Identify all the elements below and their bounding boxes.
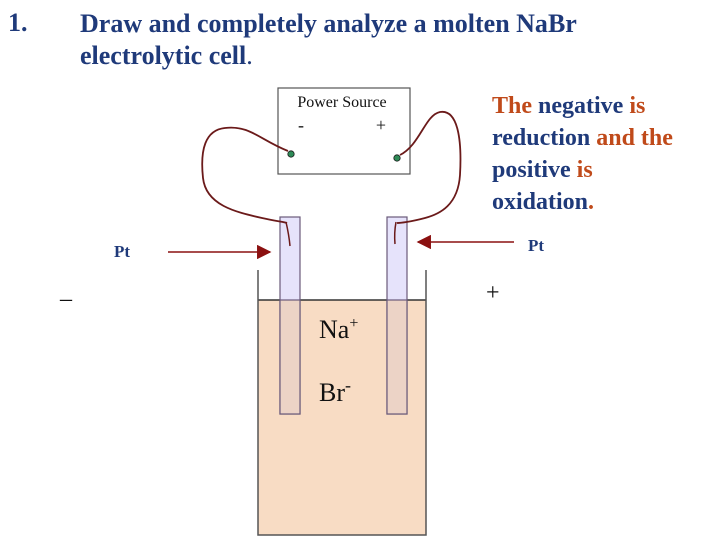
left-electrode-submerged <box>279 299 301 415</box>
right-pt-label: Pt <box>528 236 544 255</box>
cathode-sign: _ <box>59 278 73 304</box>
note-is-2: is <box>570 157 593 183</box>
note-positive: positive <box>492 157 571 183</box>
question-text-main: Draw and completely analyze a molten Na <box>80 9 548 38</box>
anode-sign: + <box>486 280 500 306</box>
right-electrode-submerged <box>386 299 408 415</box>
power-source-box <box>277 87 411 175</box>
sodium-ion-label: Na+ <box>319 315 358 344</box>
note-period: . <box>588 189 595 215</box>
left-wire-stub <box>285 221 291 247</box>
note-is-1: is <box>623 93 646 119</box>
beaker-outline <box>257 270 427 536</box>
note-the: The <box>492 93 533 119</box>
explanation-note: The negative is reduction and the positi… <box>492 90 717 218</box>
negative-terminal <box>287 150 295 158</box>
sodium-ion-charge: + <box>349 315 358 332</box>
note-negative: negative <box>532 93 624 119</box>
positive-terminal <box>393 154 401 162</box>
note-oxidation: oxidation <box>492 189 589 215</box>
question-text-line2: electrolytic cell <box>80 41 247 70</box>
power-source-title: Power Source <box>297 94 386 111</box>
question-number: 1. <box>8 8 28 37</box>
sodium-ion-symbol: Na <box>319 315 350 344</box>
question-text: Draw and completely analyze a molten NaB… <box>80 8 680 72</box>
right-wire <box>396 111 462 224</box>
bromide-ion-label: Br- <box>319 375 351 407</box>
question-text-period: . <box>246 41 253 70</box>
power-source-plus: + <box>376 115 386 135</box>
note-and-the: and the <box>590 125 673 151</box>
question-text-br: Br <box>547 9 577 38</box>
bromide-ion-charge: - <box>345 375 351 395</box>
power-source-minus: - <box>298 115 304 135</box>
left-pt-label: Pt <box>114 242 130 261</box>
bromide-ion-symbol: Br <box>319 378 345 407</box>
right-wire-stub <box>393 221 397 245</box>
note-reduction: reduction <box>492 125 591 151</box>
left-wire <box>201 126 289 224</box>
